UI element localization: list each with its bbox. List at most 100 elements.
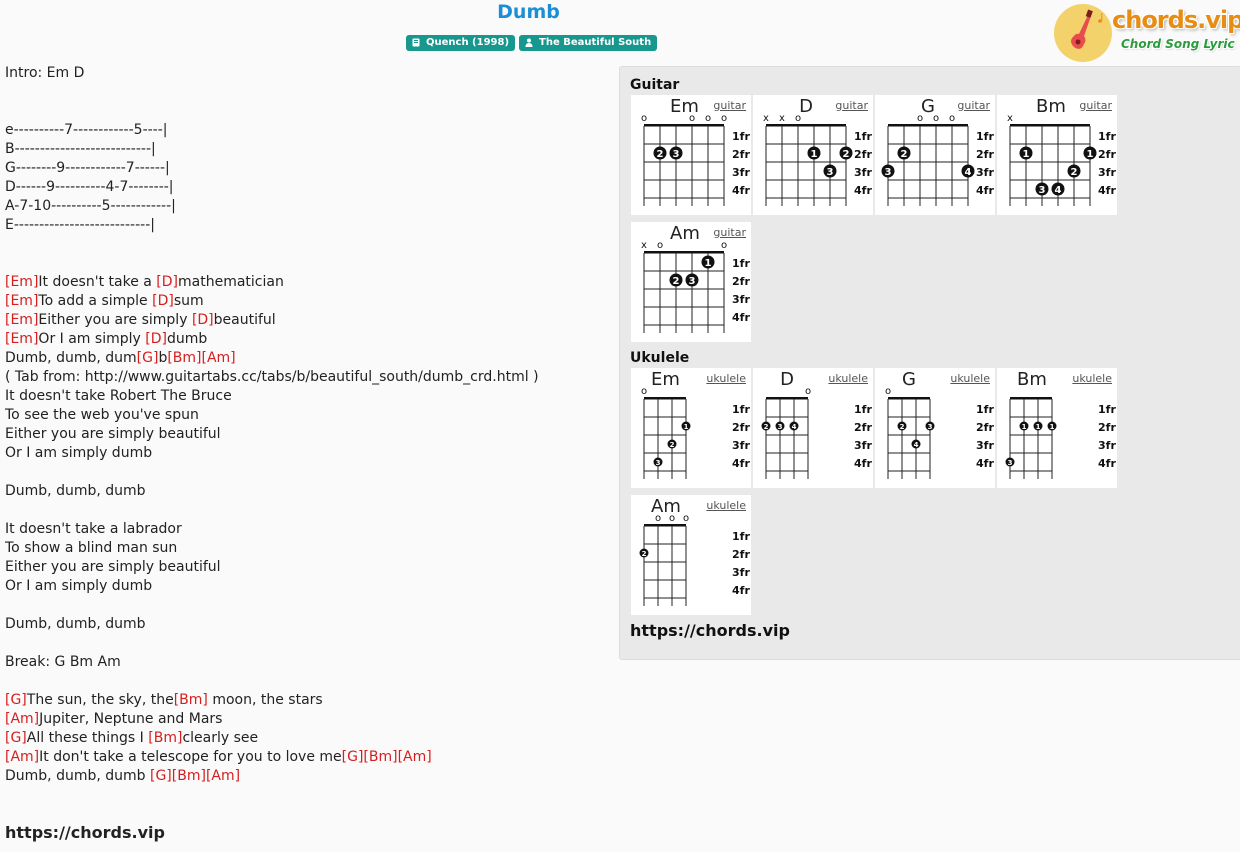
finger-number: 2 xyxy=(642,550,647,558)
chord-link[interactable]: [Em] xyxy=(5,293,39,309)
finger-dot: 2 xyxy=(653,146,667,160)
lyric-line xyxy=(5,254,605,273)
fret-label: 3fr xyxy=(976,439,994,452)
lyric-text: Or I am simply dumb xyxy=(5,445,153,461)
fret-label: 2fr xyxy=(732,548,750,561)
finger-dot: 3 xyxy=(823,164,837,178)
chord-link[interactable]: [G] xyxy=(5,730,27,746)
instrument-link[interactable]: guitar xyxy=(957,99,990,112)
fret-label: 3fr xyxy=(976,166,994,179)
finger-number: 1 xyxy=(705,258,712,269)
panel-footer-url[interactable]: https://chords.vip xyxy=(630,621,790,640)
chord-link[interactable]: [D] xyxy=(145,331,167,347)
lyric-text: It doesn't take a xyxy=(38,274,157,290)
instrument-link[interactable]: guitar xyxy=(835,99,868,112)
open-string-mark: o xyxy=(949,113,955,124)
instrument-link[interactable]: ukulele xyxy=(950,372,990,385)
song-tags: Quench (1998) The Beautiful South xyxy=(406,35,658,51)
finger-number: 3 xyxy=(885,167,892,178)
chord-link[interactable]: [D] xyxy=(191,312,214,328)
lyric-text: A-7-10----------5------------| xyxy=(5,198,176,214)
chord-link[interactable]: [Am] xyxy=(5,749,40,765)
artist-tag[interactable]: The Beautiful South xyxy=(519,35,658,51)
finger-dot: 1 xyxy=(1019,146,1033,160)
instrument-link[interactable]: ukulele xyxy=(706,372,746,385)
instrument-link[interactable]: guitar xyxy=(1079,99,1112,112)
lyric-text: ( Tab from: http://www.guitartabs.cc/tab… xyxy=(5,369,539,385)
open-string-mark: o xyxy=(721,240,727,251)
lyric-text: Dumb, dumb, dum xyxy=(5,350,137,366)
chord-link[interactable]: [Em] xyxy=(5,274,39,290)
instrument-link[interactable]: guitar xyxy=(713,226,746,239)
instrument-link[interactable]: guitar xyxy=(713,99,746,112)
chord-link[interactable]: [G] xyxy=(5,692,27,708)
finger-dot: 3 xyxy=(881,164,895,178)
lyric-line: It doesn't take Robert The Bruce xyxy=(5,387,605,406)
lyric-text: It don't take a telescope for you to lov… xyxy=(39,749,342,765)
chord-link[interactable]: [Bm] xyxy=(148,730,183,746)
fret-label: 3fr xyxy=(732,439,750,452)
album-tag-label: Quench (1998) xyxy=(426,37,510,48)
lyric-line xyxy=(5,102,605,121)
finger-number: 1 xyxy=(1050,423,1055,431)
finger-dot: 3 xyxy=(685,273,699,287)
instrument-link[interactable]: ukulele xyxy=(828,372,868,385)
chord-link[interactable]: [G][Bm][Am] xyxy=(150,768,241,784)
chord-link[interactable]: [Em] xyxy=(5,331,39,347)
instrument-link[interactable]: ukulele xyxy=(706,499,746,512)
finger-number: 1 xyxy=(684,423,689,431)
chord-link[interactable]: [D] xyxy=(156,274,178,290)
chord-link[interactable]: [Bm] xyxy=(173,692,208,708)
fret-label: 2fr xyxy=(732,148,750,161)
finger-number: 2 xyxy=(670,441,675,449)
chord-link[interactable]: [Am] xyxy=(5,711,40,727)
fret-label: 3fr xyxy=(854,439,872,452)
fret-label: 4fr xyxy=(732,311,750,324)
instrument-link[interactable]: ukulele xyxy=(1072,372,1112,385)
fret-label: 4fr xyxy=(854,184,872,197)
fret-label: 3fr xyxy=(1098,439,1116,452)
lyric-text: Dumb, dumb, dumb xyxy=(5,616,146,632)
fret-label: 4fr xyxy=(1098,457,1116,470)
lyric-line: [G]All these things I [Bm]clearly see xyxy=(5,729,605,748)
fret-label: 4fr xyxy=(732,584,750,597)
open-string-mark: o xyxy=(705,113,711,124)
fret-label: 3fr xyxy=(732,166,750,179)
lyric-line: Break: G Bm Am xyxy=(5,653,605,672)
open-string-mark: o xyxy=(683,513,689,524)
site-logo-text[interactable]: chords.vip xyxy=(1112,6,1240,34)
fret-label: 1fr xyxy=(854,403,872,416)
chord-link[interactable]: [G] xyxy=(136,350,159,366)
open-string-mark: o xyxy=(641,113,647,124)
finger-dot: 3 xyxy=(1005,457,1015,467)
chord-link[interactable]: [G][Bm][Am] xyxy=(341,749,432,765)
chord-link[interactable]: [Bm][Am] xyxy=(167,350,236,366)
book-icon xyxy=(412,38,420,47)
lyric-line xyxy=(5,672,605,691)
lyrics-footer-url[interactable]: https://chords.vip xyxy=(5,823,165,842)
chord-link[interactable]: [D] xyxy=(152,293,174,309)
finger-number: 2 xyxy=(843,149,850,160)
finger-dot: 2 xyxy=(839,146,853,160)
chord-link[interactable]: [Em] xyxy=(5,312,39,328)
guitar-logo-icon[interactable] xyxy=(1054,3,1234,63)
lyric-line: D------9----------4-7--------| xyxy=(5,178,605,197)
album-tag[interactable]: Quench (1998) xyxy=(406,35,516,51)
lyric-line xyxy=(5,83,605,102)
fret-label: 3fr xyxy=(732,293,750,306)
